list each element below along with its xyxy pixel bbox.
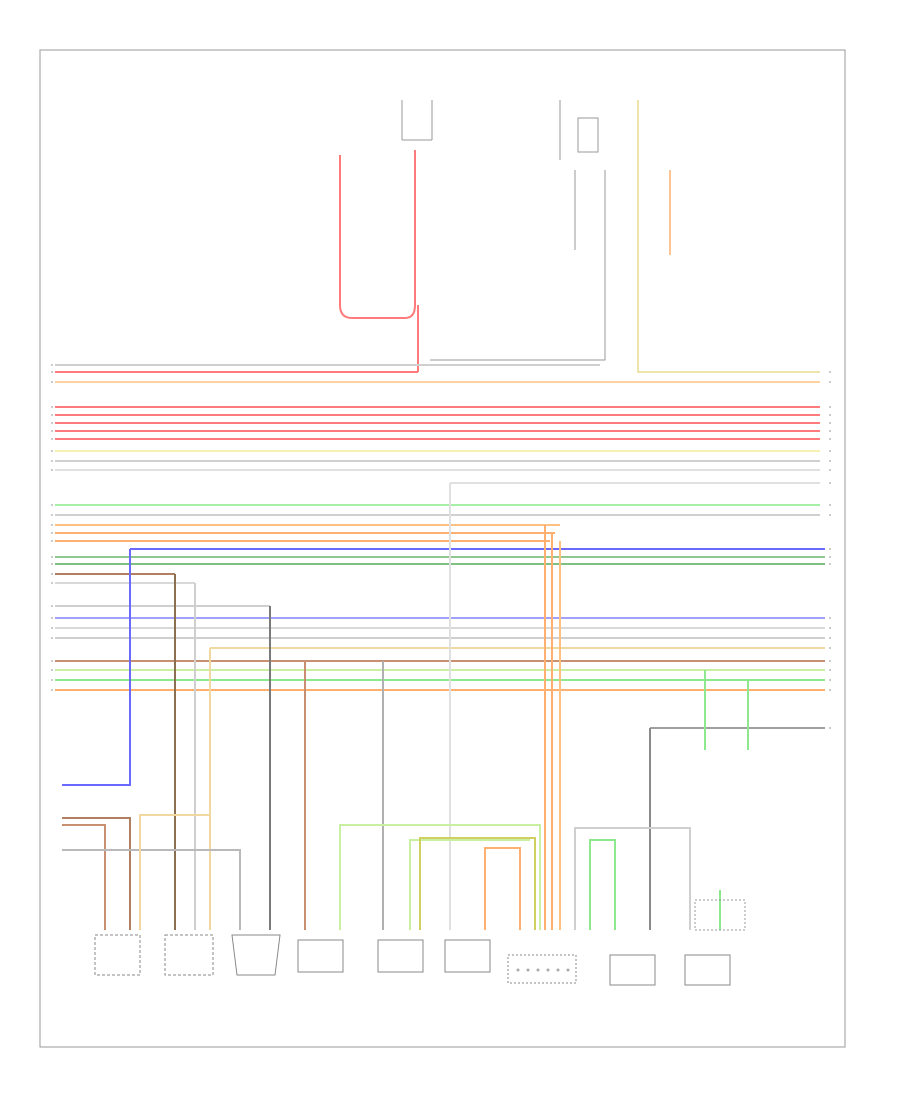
top-right-switch: [430, 100, 606, 361]
top-right-ground: [637, 100, 820, 373]
bus-wires: [55, 364, 825, 729]
module-2-body: [377, 939, 424, 973]
vertical-drops: [62, 483, 749, 930]
module-4-body: [609, 954, 656, 986]
top-feed-red: [339, 150, 419, 372]
module-1-body: [297, 939, 344, 973]
sensor-3-body: [231, 934, 281, 976]
bottom-components: [94, 934, 731, 986]
module-5-body: [684, 954, 731, 986]
diagram-frame: [39, 49, 846, 1048]
bus-right-terminals: [829, 371, 831, 729]
connector-body: [507, 954, 577, 984]
right-relays: [694, 899, 746, 931]
sensor-2-body: [164, 934, 214, 976]
sensor-1-body: [94, 934, 141, 976]
connector-pins: [516, 968, 570, 972]
bus-left-terminals: [51, 364, 53, 691]
module-3-body: [444, 939, 491, 973]
top-fuse-block: [401, 100, 433, 141]
